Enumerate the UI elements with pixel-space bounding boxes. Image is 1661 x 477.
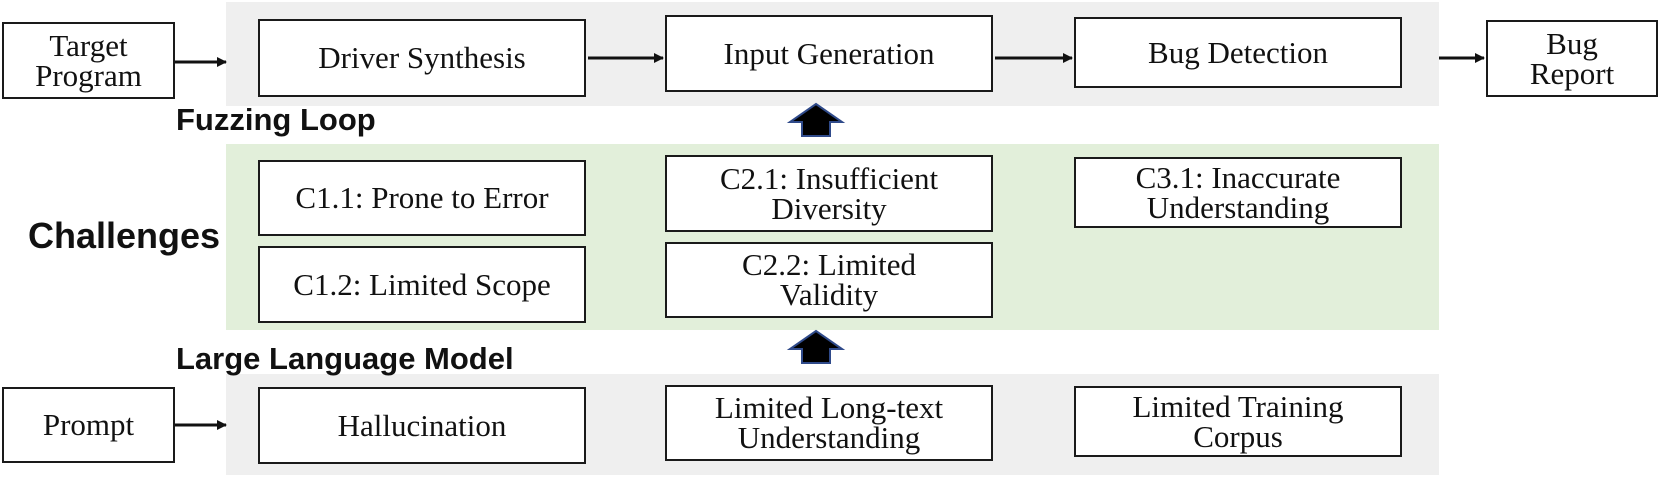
large-language-model-label: Large Language Model (176, 341, 514, 376)
fuzzing-loop-label: Fuzzing Loop (176, 102, 376, 137)
challenge-c2-1-box: C2.1: Insufficient Diversity (665, 155, 993, 232)
hallucination-box: Hallucination (258, 387, 586, 464)
input-generation-box: Input Generation (665, 15, 993, 92)
challenge-c2-2-box: C2.2: Limited Validity (665, 242, 993, 318)
challenge-c2-2-text: C2.2: Limited Validity (742, 247, 916, 312)
target-program-text: Target Program (35, 27, 142, 93)
bug-report-box: Bug Report (1486, 20, 1658, 97)
driver-synthesis-text: Driver Synthesis (318, 40, 526, 75)
input-generation-text: Input Generation (723, 35, 935, 71)
bug-detection-box: Bug Detection (1074, 17, 1402, 88)
hallucination-text: Hallucination (337, 407, 507, 443)
training-corpus-box: Limited Training Corpus (1074, 386, 1402, 457)
bug-detection-text: Bug Detection (1148, 34, 1328, 70)
prompt-box: Prompt (2, 387, 175, 463)
challenge-c1-1-text: C1.1: Prone to Error (295, 180, 549, 215)
challenge-c1-1-box: C1.1: Prone to Error (258, 160, 586, 236)
challenge-c3-1-box: C3.1: Inaccurate Understanding (1074, 157, 1402, 228)
driver-synthesis-box: Driver Synthesis (258, 19, 586, 97)
bug-report-text: Bug Report (1529, 25, 1615, 91)
long-text-understanding-text: Limited Long-text Understanding (714, 390, 944, 455)
challenge-c1-2-box: C1.2: Limited Scope (258, 246, 586, 323)
training-corpus-text: Limited Training Corpus (1132, 388, 1344, 454)
up-arrow-llm-to-challenges (786, 329, 846, 364)
challenge-c1-2-text: C1.2: Limited Scope (293, 266, 551, 302)
target-program-box: Target Program (2, 22, 175, 99)
long-text-understanding-box: Limited Long-text Understanding (665, 385, 993, 461)
prompt-text: Prompt (42, 407, 135, 442)
up-arrow-challenges-to-loop (786, 102, 846, 137)
challenge-c3-1-text: C3.1: Inaccurate Understanding (1135, 159, 1341, 225)
challenges-label: Challenges (28, 215, 221, 256)
challenge-c2-1-text: C2.1: Insufficient Diversity (719, 160, 939, 226)
